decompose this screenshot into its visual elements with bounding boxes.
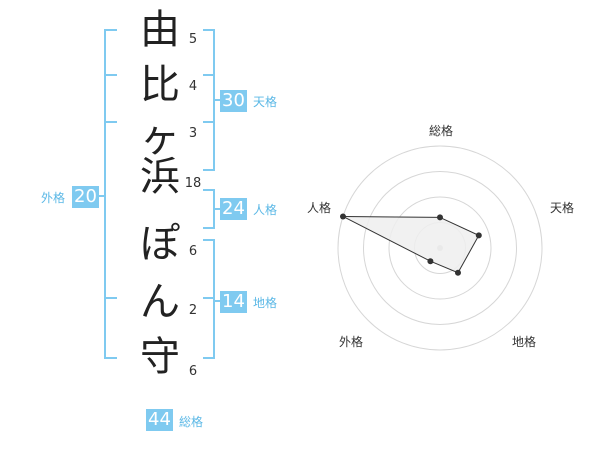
- soukaku-label: 総格: [179, 415, 204, 429]
- radar-series-polygon: [342, 215, 480, 274]
- stroke-count-7: 6: [188, 364, 198, 379]
- stroke-count-2: 4: [188, 79, 198, 94]
- radar-axis-label-soukaku: 総格: [428, 124, 453, 138]
- radar-point-2: [475, 232, 482, 239]
- gaikaku-label: 外格: [41, 191, 66, 205]
- name-char-7: 守: [140, 334, 180, 380]
- name-char-2: 比: [140, 62, 180, 108]
- gaikaku-value: 20: [72, 186, 99, 208]
- name-char-3: ヶ: [140, 115, 180, 161]
- chikaku-label: 地格: [253, 296, 278, 310]
- name-char-5: ぽ: [140, 221, 180, 267]
- radar-point-5: [339, 213, 346, 220]
- tenkaku-label: 天格: [253, 95, 278, 109]
- radar-ring: [388, 196, 492, 300]
- gaikaku-bracket: [104, 29, 117, 359]
- jinkaku-label: 人格: [253, 203, 278, 217]
- jinkaku-value: 24: [220, 198, 247, 220]
- soukaku-value: 44: [146, 409, 173, 431]
- chikaku-value: 14: [220, 291, 247, 313]
- radar-axis-label-tenkaku: 天格: [549, 201, 574, 215]
- radar-point-1: [437, 214, 443, 221]
- radar-point-3: [454, 269, 461, 276]
- chikaku-bracket: [203, 239, 215, 359]
- radar-ring: [337, 145, 543, 351]
- stroke-count-1: 5: [188, 32, 198, 47]
- jinkaku-bracket: [203, 189, 215, 229]
- radar-axis-label-gaikaku: 外格: [338, 335, 363, 349]
- radar-chart: [337, 145, 543, 351]
- name-char-4: 浜: [140, 154, 180, 200]
- radar-ring: [363, 171, 517, 325]
- stroke-count-5: 6: [188, 244, 198, 259]
- stroke-count-3: 3: [188, 126, 198, 141]
- tenkaku-bracket: [203, 29, 215, 171]
- name-char-1: 由: [140, 7, 180, 53]
- name-char-6: ん: [140, 279, 180, 325]
- stroke-count-4: 18: [184, 176, 202, 191]
- radar-axis-label-chikaku: 地格: [511, 335, 536, 349]
- tenkaku-value: 30: [220, 90, 247, 112]
- radar-point-4: [427, 258, 434, 265]
- radar-axis-label-jinkaku: 人格: [306, 201, 331, 215]
- stroke-count-6: 2: [188, 303, 198, 318]
